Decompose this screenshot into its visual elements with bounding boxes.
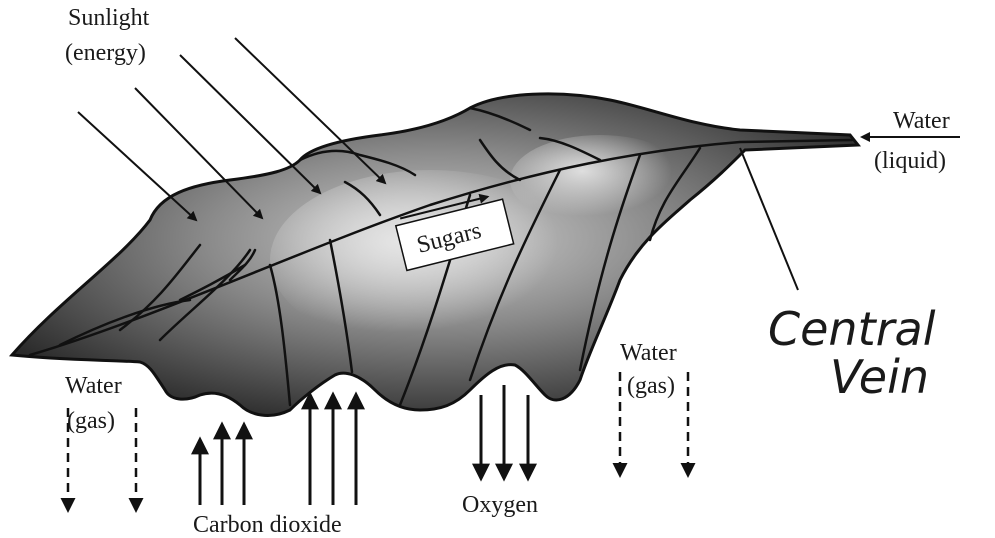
central-vein-sublabel: Vein xyxy=(830,350,929,404)
water-gas-right-label: Water xyxy=(620,340,677,366)
sunlight-label: Sunlight xyxy=(68,5,150,31)
water-liquid-label: Water xyxy=(893,108,950,134)
oxygen-arrows xyxy=(481,385,528,478)
sunlight-sublabel: (energy) xyxy=(65,40,146,66)
oxygen-label: Oxygen xyxy=(462,492,538,518)
water-gas-left-label: Water xyxy=(65,373,122,399)
carbon-dioxide-label: Carbon dioxide xyxy=(193,512,342,538)
central-vein-pointer xyxy=(740,148,798,290)
sunlight-ray xyxy=(180,55,320,193)
water-liquid-sublabel: (liquid) xyxy=(874,148,946,174)
central-vein-label: Central xyxy=(768,302,936,356)
water-gas-right-sublabel: (gas) xyxy=(627,373,675,399)
sunlight-ray xyxy=(78,112,196,220)
water-gas-left-sublabel: (gas) xyxy=(67,408,115,434)
leaf-highlight-2 xyxy=(510,135,690,225)
